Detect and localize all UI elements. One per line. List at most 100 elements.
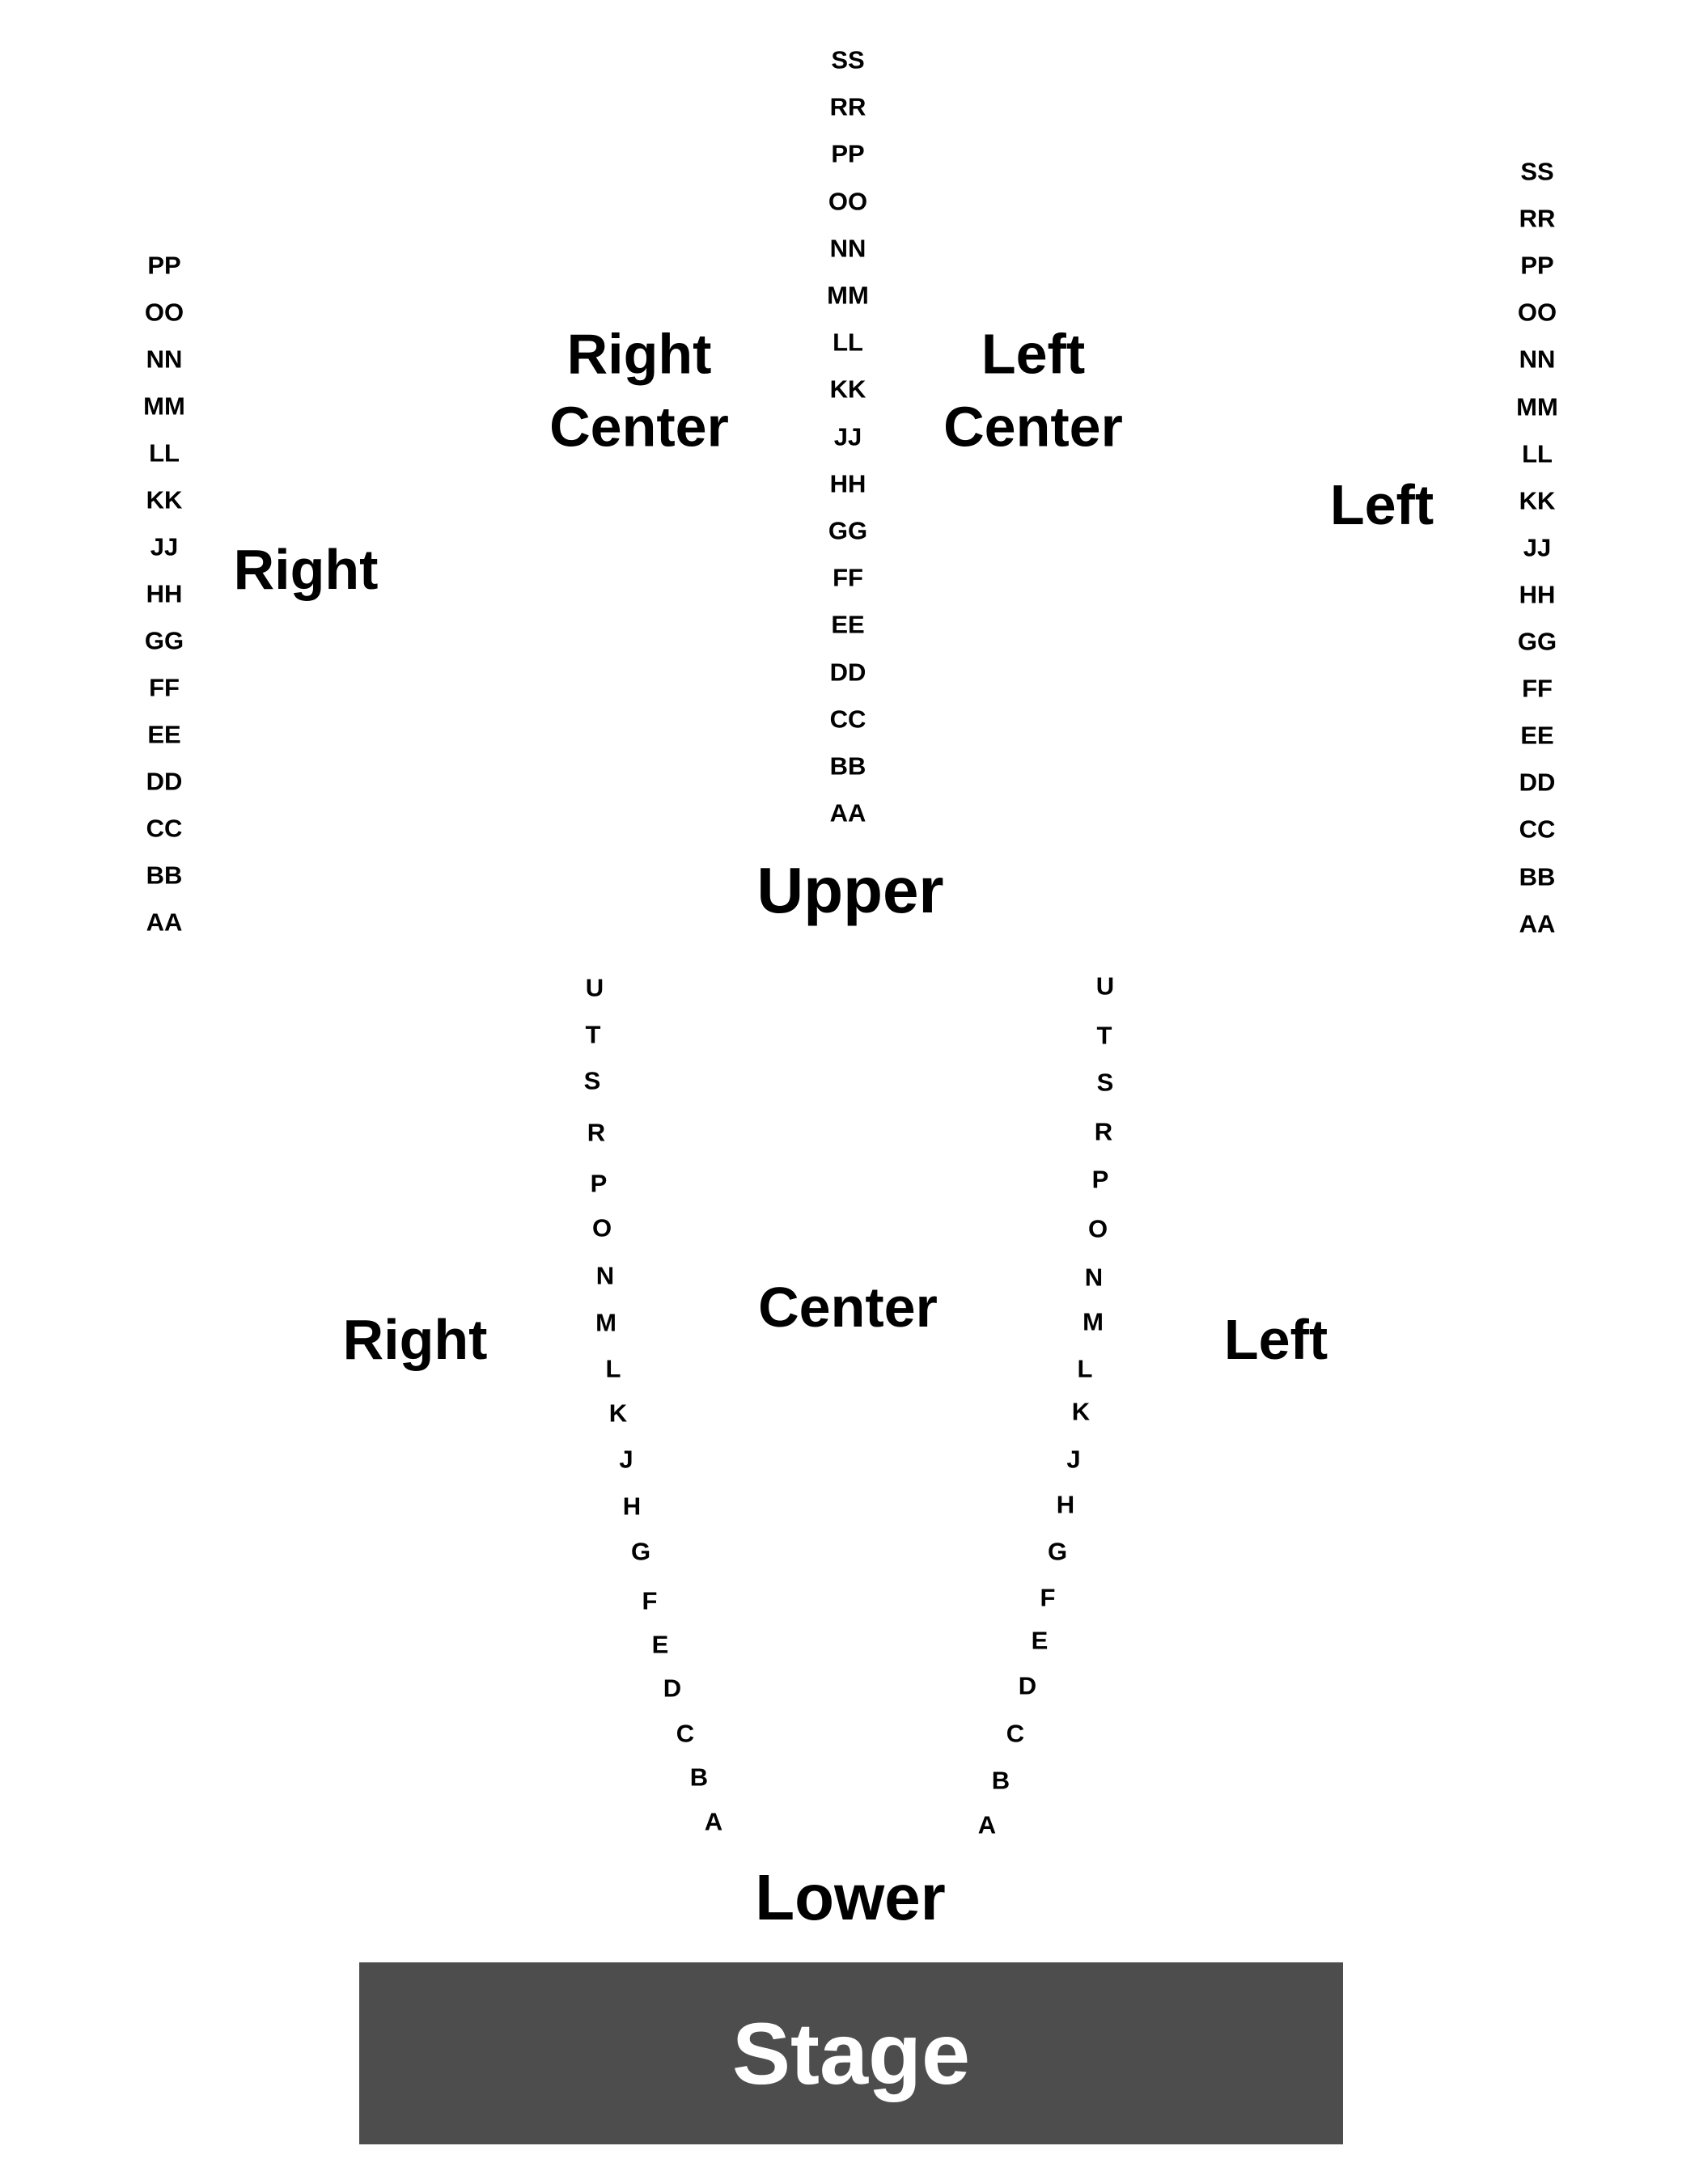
stage: Stage [359, 1962, 1343, 2144]
row-label-lower-right-aisle-d: D [1018, 1671, 1037, 1700]
row-label-upper-left-rr: RR [1519, 204, 1556, 233]
section-lower-left: Left [1224, 1304, 1328, 1377]
row-label-upper-left-bb: BB [1519, 862, 1556, 891]
row-label-upper-center-oo: OO [828, 187, 868, 216]
row-label-upper-left-kk: KK [1519, 486, 1556, 515]
row-label-lower-right-aisle-r: R [1094, 1117, 1113, 1146]
row-label-upper-right-ll: LL [149, 438, 180, 468]
row-label-upper-right-cc: CC [146, 814, 183, 843]
row-label-upper-center-pp: PP [831, 139, 865, 168]
row-label-lower-left-aisle-g: G [630, 1537, 651, 1566]
row-label-upper-right-pp: PP [147, 251, 181, 280]
row-label-lower-right-aisle-b: B [991, 1766, 1011, 1795]
section-lower-right: Right [343, 1304, 488, 1377]
section-lower-center-label: Center [758, 1276, 938, 1340]
row-label-upper-center-ee: EE [831, 610, 865, 639]
section-upper-right-center-line-1: Right [566, 322, 712, 386]
row-label-lower-right-aisle-l: L [1077, 1354, 1093, 1383]
section-upper-right: Right [234, 534, 379, 607]
row-label-upper-center-bb: BB [829, 751, 866, 781]
row-label-lower-left-aisle-l: L [605, 1354, 621, 1383]
section-upper-right-label: Right [233, 538, 379, 602]
section-upper-left: Left [1330, 469, 1434, 542]
row-label-lower-left-aisle-a: A [704, 1807, 723, 1836]
row-label-upper-right-oo: OO [144, 298, 184, 327]
row-label-upper-right-nn: NN [146, 345, 183, 374]
section-upper-left-center-line-1: Left [981, 322, 1086, 386]
row-label-upper-left-cc: CC [1519, 815, 1556, 844]
section-lower-label: Lower [755, 1860, 946, 1933]
row-label-upper-right-hh: HH [146, 579, 183, 608]
row-label-upper-center-mm: MM [827, 281, 869, 310]
section-upper: Upper [756, 849, 943, 932]
row-label-lower-left-aisle-k: K [608, 1399, 628, 1428]
row-label-lower-right-aisle-g: G [1047, 1537, 1068, 1566]
row-label-upper-center-cc: CC [829, 705, 866, 734]
row-label-lower-right-aisle-j: J [1066, 1445, 1081, 1474]
row-label-lower-right-aisle-o: O [1087, 1214, 1108, 1243]
row-label-upper-left-oo: OO [1517, 298, 1557, 327]
row-label-lower-right-aisle-h: H [1056, 1490, 1075, 1519]
row-label-lower-left-aisle-m: M [595, 1308, 616, 1337]
section-upper-right-center-line-2: Center [549, 395, 729, 458]
section-upper-right-center: Right Center [549, 318, 729, 463]
row-label-upper-left-nn: NN [1519, 345, 1556, 374]
row-label-upper-right-mm: MM [143, 392, 185, 421]
row-label-upper-right-gg: GG [144, 626, 184, 655]
row-label-lower-left-aisle-d: D [663, 1674, 682, 1703]
row-label-upper-left-mm: MM [1516, 392, 1558, 421]
row-label-lower-left-aisle-f: F [642, 1586, 658, 1615]
row-label-lower-left-aisle-u: U [585, 973, 604, 1002]
row-label-lower-right-aisle-k: K [1071, 1397, 1091, 1426]
section-lower-center: Center [758, 1272, 938, 1344]
row-label-upper-left-ee: EE [1520, 721, 1554, 750]
row-label-lower-left-aisle-b: B [689, 1763, 709, 1792]
row-label-lower-left-aisle-s: S [583, 1066, 601, 1095]
row-label-upper-left-jj: JJ [1523, 533, 1552, 562]
row-label-lower-left-aisle-t: T [585, 1020, 601, 1049]
row-label-lower-right-aisle-a: A [977, 1810, 997, 1839]
section-upper-label: Upper [756, 853, 944, 926]
row-label-lower-right-aisle-f: F [1040, 1583, 1056, 1612]
row-label-upper-center-ff: FF [833, 563, 863, 592]
section-upper-left-center-line-2: Center [943, 395, 1123, 458]
row-label-upper-center-nn: NN [829, 234, 866, 263]
row-label-upper-right-kk: KK [146, 485, 183, 514]
row-label-lower-right-aisle-m: M [1083, 1307, 1104, 1336]
row-label-lower-right-aisle-u: U [1095, 971, 1115, 1001]
row-label-lower-left-aisle-r: R [587, 1118, 606, 1147]
row-label-lower-left-aisle-p: P [590, 1169, 608, 1198]
row-label-upper-left-hh: HH [1519, 580, 1556, 609]
row-label-upper-left-gg: GG [1517, 627, 1557, 656]
row-label-upper-left-ll: LL [1522, 439, 1553, 468]
row-label-upper-right-bb: BB [146, 861, 183, 890]
row-label-lower-left-aisle-j: J [619, 1445, 633, 1474]
row-label-upper-right-dd: DD [146, 767, 183, 796]
row-label-upper-center-rr: RR [829, 92, 866, 121]
row-label-lower-right-aisle-e: E [1031, 1626, 1049, 1655]
row-label-upper-left-pp: PP [1520, 251, 1554, 280]
row-label-lower-right-aisle-t: T [1096, 1021, 1112, 1050]
row-label-upper-right-jj: JJ [150, 532, 179, 561]
row-label-upper-left-aa: AA [1519, 909, 1556, 938]
row-label-upper-center-hh: HH [829, 469, 866, 498]
row-label-upper-left-ff: FF [1522, 674, 1553, 703]
row-label-upper-center-aa: AA [829, 798, 866, 827]
row-label-lower-right-aisle-s: S [1096, 1068, 1114, 1097]
row-label-upper-center-kk: KK [829, 375, 866, 404]
row-label-upper-left-dd: DD [1519, 768, 1556, 797]
row-label-lower-left-aisle-c: C [676, 1719, 695, 1748]
row-label-lower-left-aisle-n: N [595, 1261, 615, 1290]
row-label-lower-left-aisle-h: H [622, 1492, 642, 1521]
row-label-upper-right-ff: FF [149, 673, 180, 702]
row-label-lower-right-aisle-n: N [1084, 1263, 1104, 1292]
row-label-upper-center-jj: JJ [833, 422, 862, 451]
row-label-lower-left-aisle-e: E [651, 1630, 669, 1659]
row-label-upper-left-ss: SS [1520, 157, 1554, 186]
row-label-upper-center-ll: LL [833, 328, 863, 357]
row-label-upper-center-dd: DD [829, 658, 866, 687]
row-label-upper-center-gg: GG [828, 516, 868, 545]
row-label-lower-right-aisle-c: C [1006, 1719, 1025, 1748]
row-label-upper-center-ss: SS [831, 45, 865, 74]
